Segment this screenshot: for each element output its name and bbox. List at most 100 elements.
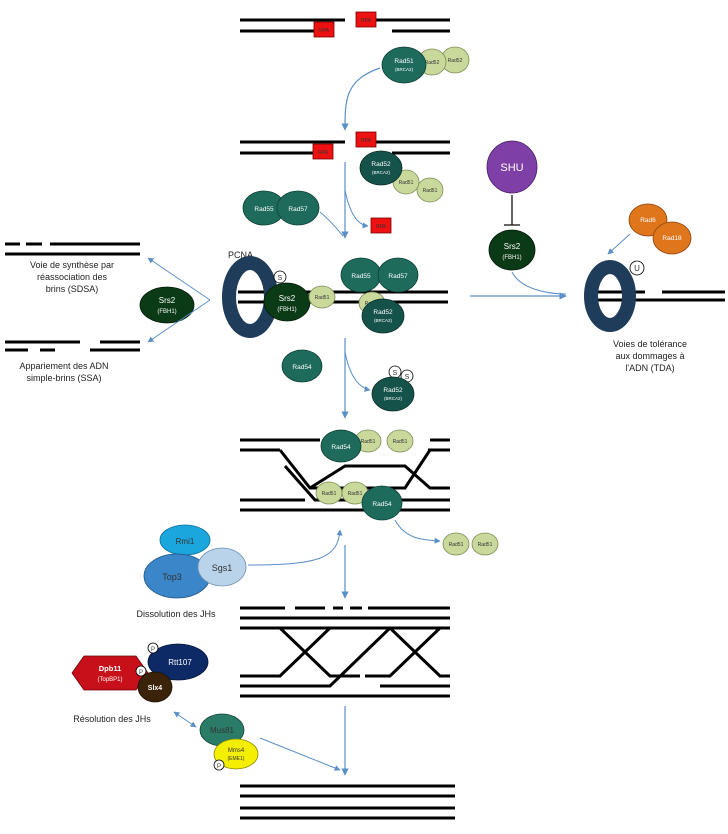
svg-text:U: U xyxy=(634,264,640,273)
svg-text:Sgs1: Sgs1 xyxy=(212,563,233,573)
svg-text:Rad51: Rad51 xyxy=(423,188,438,194)
svg-text:Rad51: Rad51 xyxy=(478,542,493,548)
svg-text:Srs2: Srs2 xyxy=(279,294,296,303)
resolution-label: Résolution des JHs xyxy=(73,714,151,724)
dissolution-label: Dissolution des JHs xyxy=(136,609,216,619)
dna-strands xyxy=(240,140,450,155)
rad52-bound: Rad52 (BRCA2) xyxy=(361,298,405,334)
arrow-rpa-release xyxy=(344,189,369,229)
rad52-rad51-on-dna: Rad51 Rad51 Rad52 (BRCA2) xyxy=(359,150,444,203)
sdsa-products xyxy=(5,242,140,256)
svg-text:Rad54: Rad54 xyxy=(331,444,351,451)
arrow-rad52-release xyxy=(344,351,371,392)
arrow-rad6-to-pcna xyxy=(607,233,631,255)
svg-text:RPA: RPA xyxy=(319,28,330,34)
rpa-protein: RPA xyxy=(313,21,335,38)
arrow-rad55-join xyxy=(319,211,344,237)
svg-text:Rad55: Rad55 xyxy=(351,273,371,280)
svg-text:Slx4: Slx4 xyxy=(148,685,163,692)
pcna-srs2-stage: PCNA S Srs2 (FBH1) Rad51 Rad55 Rad57 Rad… xyxy=(222,250,448,338)
srs2-antirecombinase-left: Srs2 (FBH1) xyxy=(139,286,195,324)
repaired-dna-products xyxy=(240,784,455,820)
svg-text:(BRCA2): (BRCA2) xyxy=(372,170,391,175)
sgs1-top3-rmi1-complex: Rmi1 Top3 Sgs1 xyxy=(143,524,247,599)
svg-text:RPA: RPA xyxy=(376,224,387,230)
svg-text:RPA: RPA xyxy=(361,18,372,24)
srs2-on-pcna: Srs2 (FBH1) xyxy=(263,282,311,322)
svg-text:RPA: RPA xyxy=(318,150,329,156)
rad51-filament-stage: RPA RPA Rad51 Rad51 Rad52 (BRCA2) xyxy=(240,131,450,203)
ssa-label-line-1: Appariement des ADN xyxy=(19,361,108,371)
ubiquitin-modification: U xyxy=(629,260,645,276)
svg-text:S: S xyxy=(278,275,283,282)
rad54-rad51-upper: Rad51 Rad51 Rad54 xyxy=(320,429,414,463)
svg-text:Rad51: Rad51 xyxy=(449,542,464,548)
dna-strands xyxy=(240,18,450,33)
svg-text:Rad6: Rad6 xyxy=(640,217,656,224)
ssa-products xyxy=(5,340,140,352)
svg-text:P: P xyxy=(151,647,155,653)
svg-text:Rad52: Rad52 xyxy=(383,387,403,394)
svg-text:Rad52: Rad52 xyxy=(448,58,463,64)
svg-text:Dpb11: Dpb11 xyxy=(99,664,122,673)
svg-text:(EME1): (EME1) xyxy=(228,756,245,762)
svg-text:Rad51: Rad51 xyxy=(361,439,376,445)
dna-strands xyxy=(585,290,725,302)
svg-text:S: S xyxy=(393,370,398,377)
tda-stage: U xyxy=(584,260,725,332)
rad51-released: Rad51 Rad51 xyxy=(442,532,499,556)
rad55-rad57-heterodimer: Rad55 Rad57 xyxy=(242,190,320,226)
svg-text:Mms4: Mms4 xyxy=(228,748,245,754)
pcna-label: PCNA xyxy=(228,250,253,260)
svg-text:Rmi1: Rmi1 xyxy=(176,537,195,546)
svg-text:Rad18: Rad18 xyxy=(662,235,682,242)
sumoylated-rad52: S S Rad52 (BRCA2) xyxy=(371,365,415,412)
rad54-rad51-lower: Rad51 Rad51 Rad54 xyxy=(315,481,403,521)
arrow-mus81-cleave xyxy=(259,737,341,771)
arrow-to-sdsa xyxy=(147,257,211,301)
sumo-modification: S xyxy=(273,270,287,284)
svg-text:(BRCA2): (BRCA2) xyxy=(384,396,403,401)
sdsa-label-line-3: brins (SDSA) xyxy=(46,284,99,294)
rpa-protein: RPA xyxy=(355,11,377,28)
sdsa-label-line-2: réassociation des xyxy=(37,272,108,282)
svg-text:Rad51: Rad51 xyxy=(348,491,363,497)
rpa-released: RPA xyxy=(370,217,392,234)
svg-text:Rad55: Rad55 xyxy=(254,206,274,213)
svg-text:Rad52: Rad52 xyxy=(425,60,440,66)
svg-text:Rad52: Rad52 xyxy=(373,309,393,316)
d-loop-stage: Rad51 Rad51 Rad54 Rad51 Rad51 Rad54 xyxy=(240,429,450,521)
svg-text:Rad54: Rad54 xyxy=(292,364,312,371)
rpa-protein: RPA xyxy=(312,143,334,160)
sdsa-label-line-1: Voie de synthèse par xyxy=(30,260,114,270)
double-holliday-junction xyxy=(240,606,450,698)
arrow-sgs1-engage xyxy=(247,529,343,566)
tda-label-line-3: l'ADN (TDA) xyxy=(625,363,674,373)
svg-text:Rad51: Rad51 xyxy=(393,439,408,445)
svg-text:Rad51: Rad51 xyxy=(315,295,330,301)
svg-text:(FBH1): (FBH1) xyxy=(277,307,296,313)
svg-text:(TopBP1): (TopBP1) xyxy=(97,677,122,683)
svg-text:Srs2: Srs2 xyxy=(504,242,521,251)
svg-text:Rad57: Rad57 xyxy=(288,206,308,213)
svg-text:S: S xyxy=(405,374,410,381)
srs2-antirecombinase-right: Srs2 (FBH1) xyxy=(488,229,536,271)
dsb-rpa-stage: RPA RPA xyxy=(240,11,450,38)
svg-text:(BRCA2): (BRCA2) xyxy=(374,318,393,323)
rad55-rad57-bound: Rad55 Rad57 xyxy=(340,257,419,293)
svg-text:Rad57: Rad57 xyxy=(388,273,408,280)
svg-text:Rad51: Rad51 xyxy=(399,180,414,186)
svg-text:SHU: SHU xyxy=(500,162,523,174)
svg-text:Mus81: Mus81 xyxy=(210,726,235,735)
dpb11-protein xyxy=(71,655,149,691)
svg-text:Top3: Top3 xyxy=(162,572,182,582)
arrow-slx4-mus81 xyxy=(173,711,197,728)
mus81-mms4-complex: Mus81 Mms4 (EME1) P xyxy=(199,713,259,771)
svg-text:Rad51: Rad51 xyxy=(322,491,337,497)
arrow-to-ssa xyxy=(147,299,211,343)
resolution-complex: Dpb11 (TopBP1) Rtt107 Slx4 P P xyxy=(71,642,209,703)
inhibition-bar xyxy=(504,195,520,226)
shu-complex: SHU xyxy=(486,140,538,194)
svg-text:Rad54: Rad54 xyxy=(372,501,392,508)
